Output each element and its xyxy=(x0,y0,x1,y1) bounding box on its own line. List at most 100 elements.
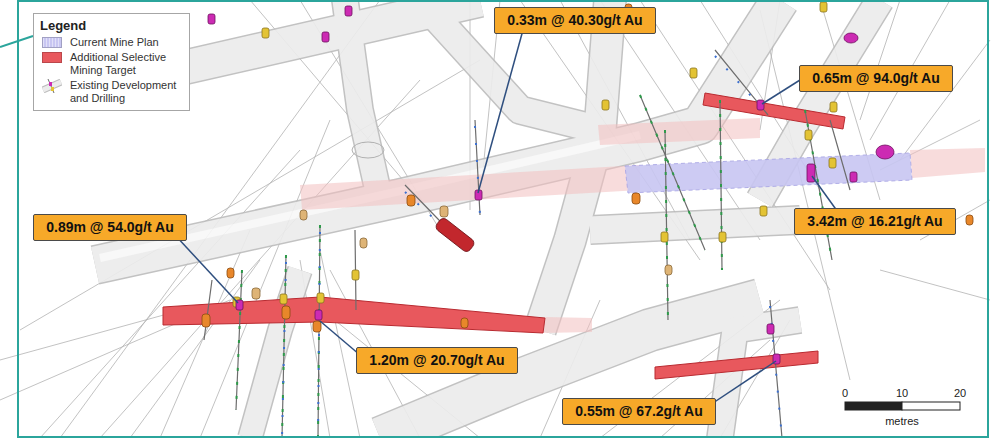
grade-callout: 3.42m @ 16.21g/t Au xyxy=(794,208,955,235)
drill-hole xyxy=(204,50,850,438)
scale-bar-segment xyxy=(845,402,902,410)
selective-mining-target xyxy=(655,351,818,379)
assay-cylinder xyxy=(352,270,359,280)
leader-line xyxy=(175,235,238,303)
mining-zones xyxy=(163,93,985,379)
assay-cylinder xyxy=(461,318,468,328)
legend-entry: Additional Selective Mining Target xyxy=(40,51,183,77)
assay-cylinder xyxy=(315,310,322,320)
assay-cylinder xyxy=(345,6,352,16)
grade-callout: 0.65m @ 94.0g/t Au xyxy=(799,65,953,92)
tunnel-body xyxy=(250,270,300,438)
grade-callout: 0.55m @ 67.2g/t Au xyxy=(562,398,716,425)
assay-cylinder xyxy=(767,324,774,334)
tunnel-outline xyxy=(720,320,800,438)
scale-label: 0 xyxy=(840,387,850,400)
assay-cylinder xyxy=(632,193,640,204)
frame-connector xyxy=(0,36,33,47)
selective-mining-target xyxy=(163,297,545,333)
leader-line xyxy=(478,30,523,193)
faint-target-band xyxy=(300,165,640,210)
core-cylinder xyxy=(434,217,476,254)
core-log-segments xyxy=(282,56,782,438)
tan-interval xyxy=(252,206,672,299)
scale-label: 10 xyxy=(894,387,910,400)
assay-cylinder xyxy=(322,32,329,42)
assay-cylinder xyxy=(202,314,210,327)
icon-interval xyxy=(49,82,52,86)
assay-cylinder xyxy=(208,14,215,24)
assay-cylinder xyxy=(844,33,858,43)
assay-cylinder xyxy=(300,210,307,220)
assay-cylinder xyxy=(407,195,415,206)
assay-cylinder xyxy=(252,288,260,299)
scale-label: metres xyxy=(883,415,921,428)
assay-cylinder xyxy=(830,102,837,112)
assay-cylinder xyxy=(665,265,672,275)
assay-cylinder xyxy=(227,268,234,278)
legend-icon xyxy=(42,79,62,93)
orange-interval xyxy=(202,4,973,332)
icon-tunnel xyxy=(43,82,61,90)
leader-lines xyxy=(175,30,840,405)
grade-text: 0.33m @ 40.30g/t Au xyxy=(507,12,642,29)
current-mine-plan xyxy=(625,153,912,193)
assay-cylinder xyxy=(876,145,894,159)
assay-cylinder xyxy=(661,232,668,242)
grade-callout: 1.20m @ 20.70g/t Au xyxy=(356,347,517,374)
tunnel-body xyxy=(540,0,610,330)
legend-swatch xyxy=(42,52,62,63)
assay-cylinder xyxy=(282,306,290,319)
assay-cylinder xyxy=(966,215,973,225)
assay-cylinder xyxy=(820,2,827,12)
logged-drill-holes xyxy=(204,50,850,438)
icon-drill xyxy=(48,79,54,93)
tunnel-outline xyxy=(250,270,300,438)
assay-cylinder xyxy=(805,130,812,140)
assay-cylinder xyxy=(757,100,764,110)
assay-cylinder xyxy=(829,158,836,168)
assay-cylinder xyxy=(280,294,287,304)
assay-cylinder xyxy=(760,206,767,216)
grade-text: 3.42m @ 16.21g/t Au xyxy=(807,213,942,230)
frame-border xyxy=(18,1,988,437)
icon-tunnel xyxy=(43,82,61,90)
magenta-interval xyxy=(208,6,894,364)
scale-label: 20 xyxy=(952,387,968,400)
grade-text: 0.65m @ 94.0g/t Au xyxy=(812,70,940,87)
legend-swatch xyxy=(42,37,62,48)
assay-cylinder xyxy=(690,68,697,78)
grade-text: 0.55m @ 67.2g/t Au xyxy=(575,403,703,420)
legend-heading: Legend xyxy=(40,18,183,34)
legend-text: Additional Selective Mining Target xyxy=(70,51,183,77)
leader-line xyxy=(320,321,360,355)
leader-line xyxy=(762,80,800,104)
assay-cylinder xyxy=(602,100,609,110)
assay-intervals xyxy=(202,2,973,364)
tunnel-body xyxy=(345,0,380,200)
assay-cylinder xyxy=(360,238,367,248)
assay-cylinder xyxy=(719,232,726,242)
legend-text: Current Mine Plan xyxy=(70,36,159,49)
faint-target-band xyxy=(543,317,592,333)
selective-mining-target xyxy=(703,93,845,129)
assay-cylinder xyxy=(317,293,324,303)
yellow-interval xyxy=(233,2,837,307)
grade-text: 0.89m @ 54.0g/t Au xyxy=(46,219,174,236)
assay-cylinder xyxy=(313,321,321,332)
legend-text: Existing Development and Drilling xyxy=(70,79,183,105)
faint-target-band xyxy=(598,118,760,145)
assay-cylinder xyxy=(262,28,269,38)
leader-line xyxy=(710,361,776,405)
legend-entry: Existing Development and Drilling xyxy=(40,79,183,105)
core-log-segments xyxy=(236,95,832,438)
tunnel-ring xyxy=(352,142,384,158)
icon-interval xyxy=(51,87,54,91)
scale-bar xyxy=(845,402,960,410)
tunnel-body xyxy=(720,320,800,438)
scale-bar-segment xyxy=(902,402,960,410)
assay-cylinder xyxy=(440,206,448,217)
